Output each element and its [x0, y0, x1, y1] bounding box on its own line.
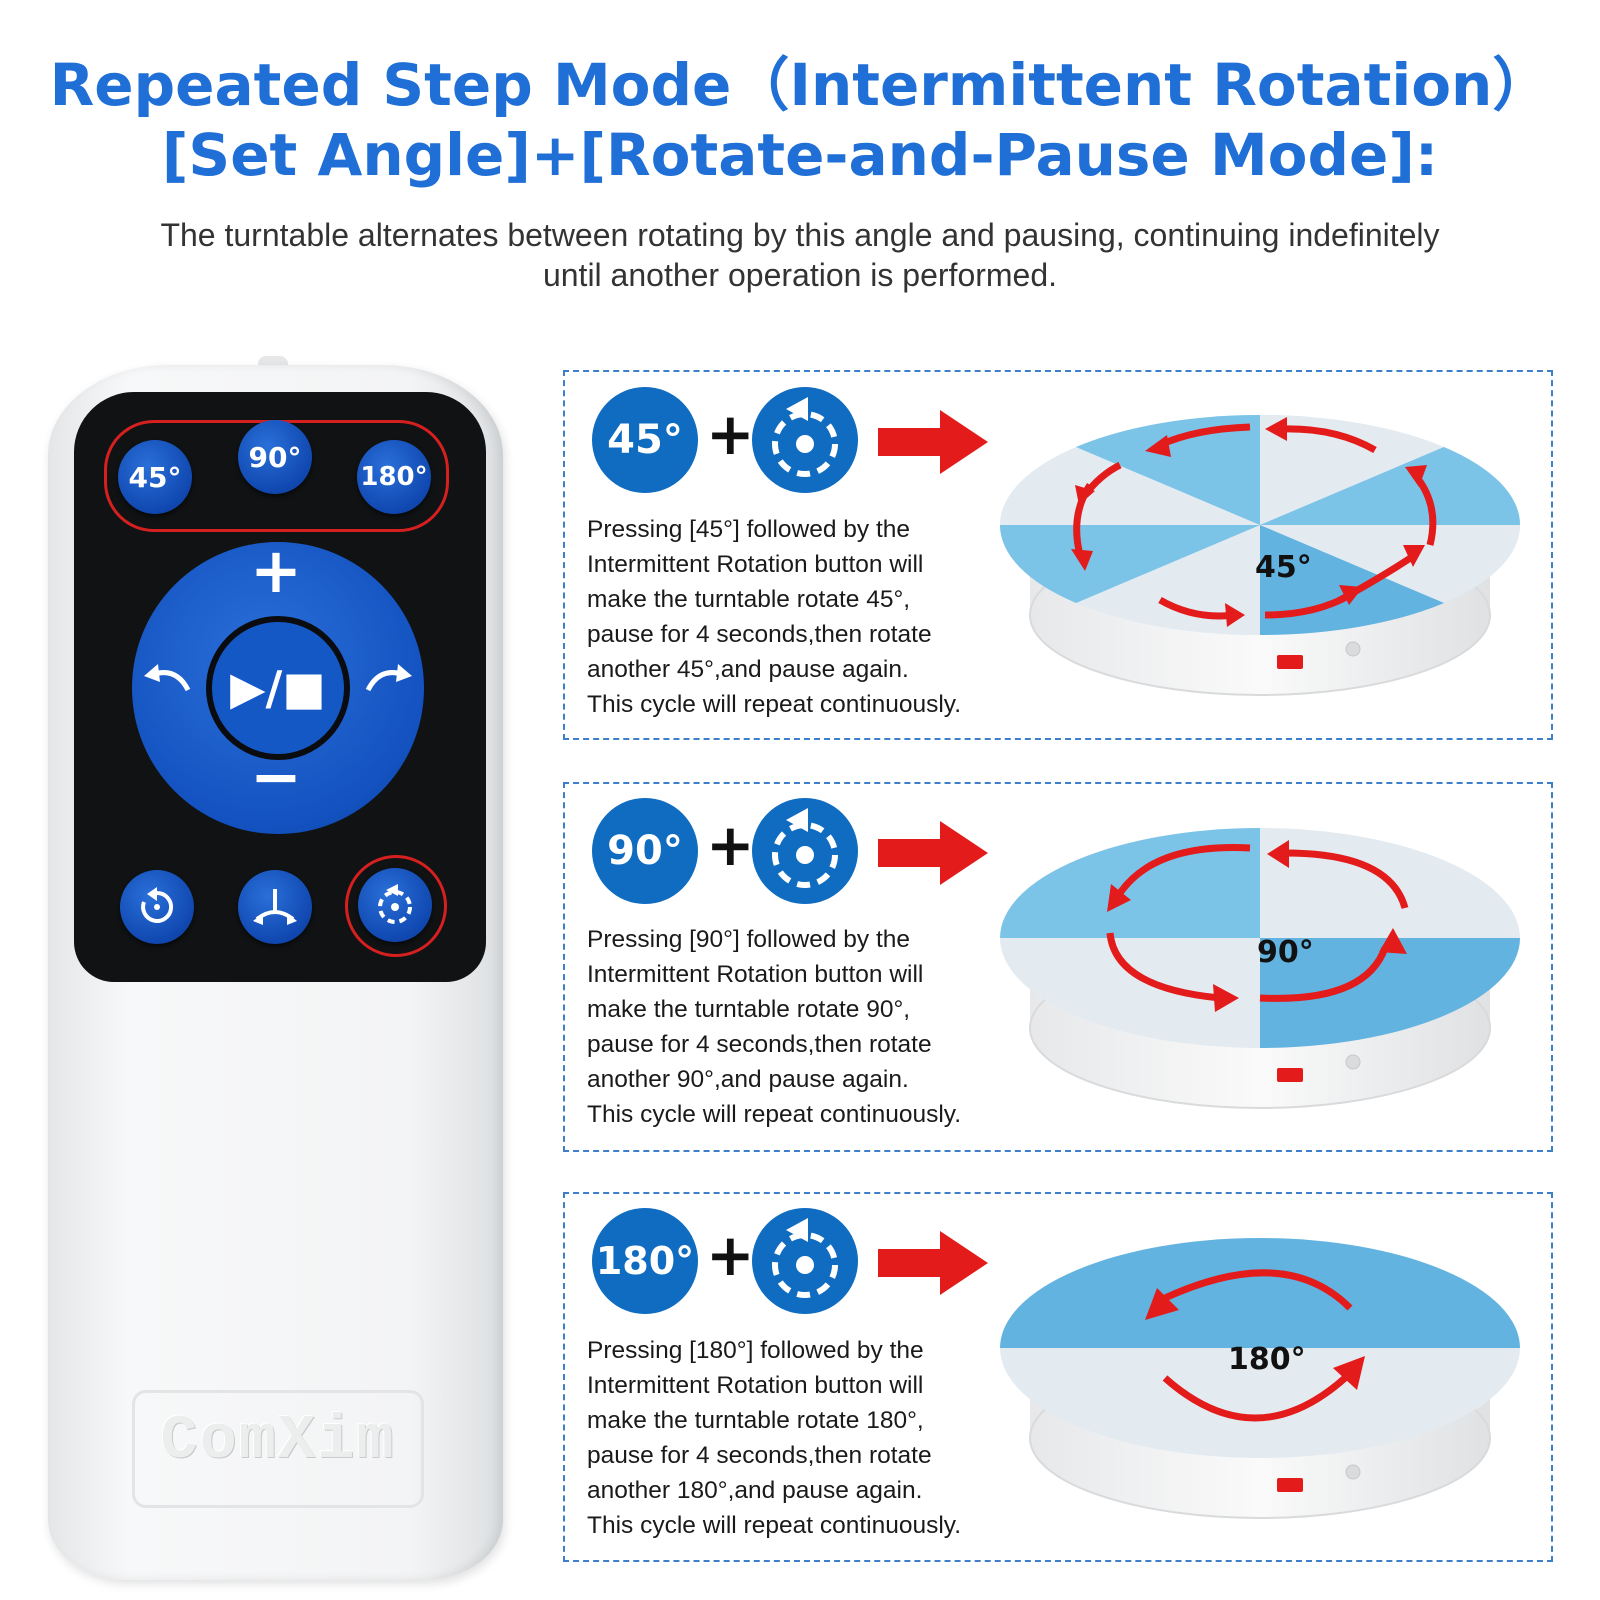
angle-90-button[interactable]: 90° [238, 420, 312, 494]
direction-icon [253, 889, 297, 925]
turntable-180 [1000, 1238, 1520, 1519]
reset-button[interactable] [120, 870, 194, 944]
title-line-1: Repeated Step Mode（Intermittent Rotation… [49, 51, 1551, 119]
intermittent-rotation-button[interactable] [358, 868, 432, 942]
direction-button[interactable] [238, 870, 312, 944]
intermittent-rotation-icon [772, 1218, 838, 1298]
title-line-2: [Set Angle]+[Rotate-and-Pause Mode]: [161, 121, 1439, 189]
page-subtitle: The turntable alternates between rotatin… [60, 215, 1540, 295]
plus-sign: + [706, 400, 755, 468]
turntable-angle-label-90: 90° [1257, 935, 1314, 970]
play-stop-button[interactable]: ▶/■ [206, 616, 350, 760]
rotate-right-icon[interactable] [360, 652, 416, 696]
plus-sign: + [706, 811, 755, 879]
subtitle-line-2: until another operation is performed. [542, 257, 1058, 293]
plus-sign: + [706, 1221, 755, 1289]
turntable-90 [1000, 828, 1520, 1109]
red-arrow-icon [878, 1231, 988, 1295]
brand-logo: ComXim [160, 1405, 396, 1476]
red-arrow-icon [878, 410, 988, 474]
intermittent-rotation-icon [772, 808, 838, 888]
intermittent-rotation-icon [772, 397, 838, 477]
card-description-180: Pressing [180°] followed by the Intermit… [587, 1337, 962, 1539]
play-stop-label: ▶/■ [230, 661, 326, 715]
angle-badge-45: 45° [592, 387, 698, 493]
angle-45-button[interactable]: 45° [118, 440, 192, 514]
red-arrow-icon [878, 821, 988, 885]
turntable-45 [999, 414, 1521, 696]
intermittent-badge [752, 798, 858, 904]
intermittent-badge [752, 1208, 858, 1314]
speed-up-button[interactable]: + [250, 534, 302, 607]
subtitle-line-1: The turntable alternates between rotatin… [160, 217, 1440, 253]
mode-card-45 [563, 370, 1553, 740]
intermittent-button-highlight [345, 855, 447, 957]
angle-badge-180: 180° [592, 1208, 698, 1314]
mode-card-180 [563, 1192, 1553, 1562]
angle-badge-90: 90° [592, 798, 698, 904]
rotate-left-icon[interactable] [140, 652, 196, 696]
intermittent-rotation-icon [378, 884, 412, 924]
reset-icon [141, 887, 174, 923]
turntable-angle-label-180: 180° [1228, 1342, 1306, 1377]
intermittent-badge [752, 387, 858, 493]
card-description-90: Pressing [90°] followed by the Intermitt… [587, 926, 962, 1128]
angle-180-button[interactable]: 180° [357, 440, 431, 514]
page-title: Repeated Step Mode（Intermittent Rotation… [0, 50, 1600, 190]
mode-card-90 [563, 782, 1553, 1152]
turntable-angle-label-45: 45° [1255, 550, 1312, 585]
brand-emboss-box [132, 1390, 424, 1508]
card-description-45: Pressing [45°] followed by the Intermitt… [587, 516, 962, 718]
